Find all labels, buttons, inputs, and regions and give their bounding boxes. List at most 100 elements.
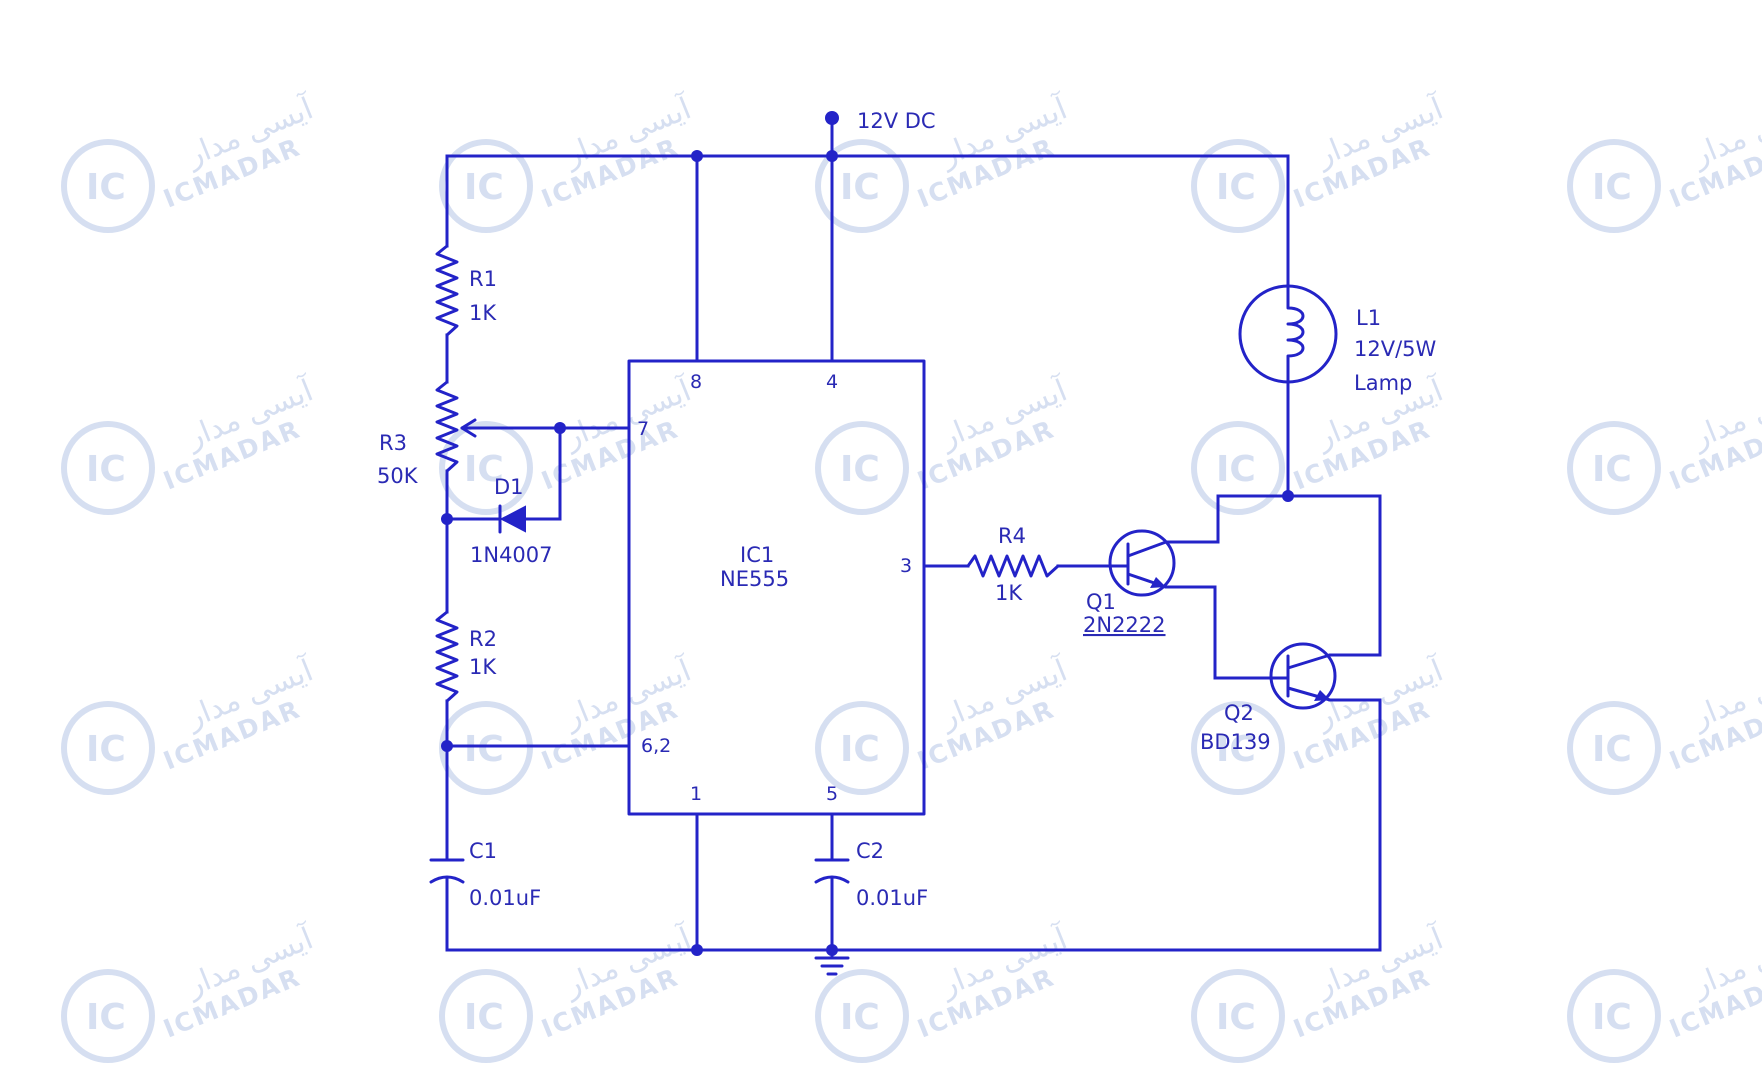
watermark-logo-icon [815,139,909,233]
watermark-logo-text: IC [1216,997,1256,1038]
wires [445,116,1382,960]
q2-ref: Q2 [1224,701,1254,725]
r4-ref: R4 [998,524,1026,548]
pin-8-label: 8 [690,371,702,393]
l1-ref: L1 [1356,306,1381,330]
r3-ref: R3 [379,431,407,455]
watermark-logo-text: IC [840,449,880,490]
c1-value: 0.01uF [469,886,541,910]
pin-3-label: 3 [900,555,912,577]
c2-value: 0.01uF [856,886,928,910]
pin-7-label: 7 [637,418,649,440]
watermark-logo-text: IC [86,997,126,1038]
watermark-logo-icon [1191,701,1285,795]
watermark-logo-icon [61,701,155,795]
watermark-logo-icon [1191,969,1285,1063]
d1-value: 1N4007 [470,543,553,567]
r2-value: 1K [469,655,497,679]
watermark-logo-icon [1191,139,1285,233]
watermark-logo-icon [815,969,909,1063]
watermark-logo-text: IC [1216,729,1256,770]
ground-symbol [814,956,850,976]
l1-value: 12V/5W [1354,337,1437,361]
resistor-r2: R2 1K [435,610,497,703]
watermark-logo-text: IC [464,449,504,490]
resistor-r1: R1 1K [435,244,497,337]
watermark-logo-text: IC [464,729,504,770]
resistor-r4: R4 1K [966,524,1060,605]
pin-5-label: 5 [826,783,838,805]
watermark-logo-text: IC [86,729,126,770]
watermark-logo-text: IC [464,997,504,1038]
watermark-logo-text: IC [1592,449,1632,490]
pin-1-label: 1 [690,783,702,805]
watermark-logo-text: IC [1216,449,1256,490]
watermark-logo-icon [439,139,533,233]
watermark-logo-icon [61,139,155,233]
q1-value: 2N2222 [1083,613,1166,637]
ic-ne555: IC1 NE555 8 4 7 3 6,2 1 5 [627,359,926,816]
watermark-logo-icon [1191,421,1285,515]
d1-ref: D1 [494,475,524,499]
potentiometer-r3: R3 50K [377,380,482,488]
watermark-logo-icon [61,421,155,515]
ic-ref: IC1 [740,543,774,567]
diode-d1: D1 1N4007 [470,475,553,567]
watermark-logo-text: IC [1592,997,1632,1038]
watermark-logo-text: IC [840,997,880,1038]
ic-value: NE555 [720,567,789,591]
watermark-logo-icon [61,969,155,1063]
ic-body [627,359,926,816]
watermark-logo-text: IC [1592,729,1632,770]
c1-ref: C1 [469,839,497,863]
watermark-logo-text: IC [1592,167,1632,208]
l1-type: Lamp [1354,371,1412,395]
r1-value: 1K [469,301,497,325]
watermark-logo-text: IC [86,449,126,490]
watermark-logo-text: IC [840,729,880,770]
pin-4-label: 4 [826,371,838,393]
watermark-logo-text: IC [1216,167,1256,208]
watermark-logo-icon [1567,969,1661,1063]
transistor-q2: Q2 BD139 [1200,642,1337,754]
q2-value: BD139 [1200,730,1271,754]
lamp-l1: L1 12V/5W Lamp [1238,284,1437,395]
watermark-logo-text: IC [86,167,126,208]
watermark-logo-icon [439,421,533,515]
supply-label: 12V DC [857,109,936,133]
capacitor-c2: C2 0.01uF [814,839,928,910]
watermark-logo-text: IC [464,167,504,208]
r1-ref: R1 [469,267,497,291]
watermark-logo-text: IC [840,167,880,208]
capacitor-c1: C1 0.01uF [429,839,541,910]
watermark-logo-icon [1567,701,1661,795]
watermark-logo-icon [439,969,533,1063]
r4-value: 1K [995,581,1023,605]
pin-62-label: 6,2 [641,735,671,757]
transistor-q1: Q1 2N2222 [1083,529,1220,637]
r3-value: 50K [377,464,419,488]
r2-ref: R2 [469,627,497,651]
watermark-logo-icon [815,701,909,795]
c2-ref: C2 [856,839,884,863]
junctions [441,111,1294,956]
q1-ref: Q1 [1086,590,1116,614]
